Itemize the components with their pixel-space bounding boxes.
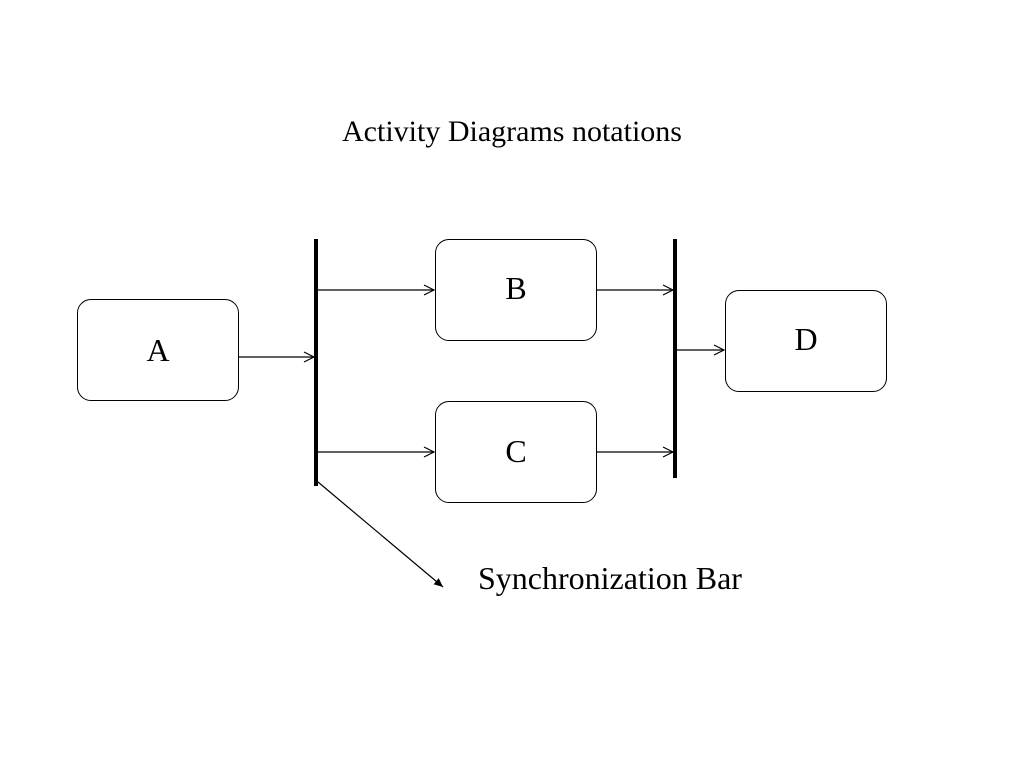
activity-node-c-label: C: [505, 432, 527, 469]
activity-node-b: B: [435, 239, 597, 341]
activity-node-d: D: [725, 290, 887, 392]
annotation-pointer-arrow: [317, 481, 444, 588]
activity-node-d-label: D: [794, 320, 818, 357]
activity-node-b-label: B: [505, 269, 527, 306]
activity-node-c: C: [435, 401, 597, 503]
synchronization-bar-label: Synchronization Bar: [478, 560, 742, 596]
diagram-title: Activity Diagrams notations: [342, 115, 682, 148]
activity-node-a-label: A: [146, 331, 170, 368]
activity-node-a: A: [77, 299, 239, 401]
